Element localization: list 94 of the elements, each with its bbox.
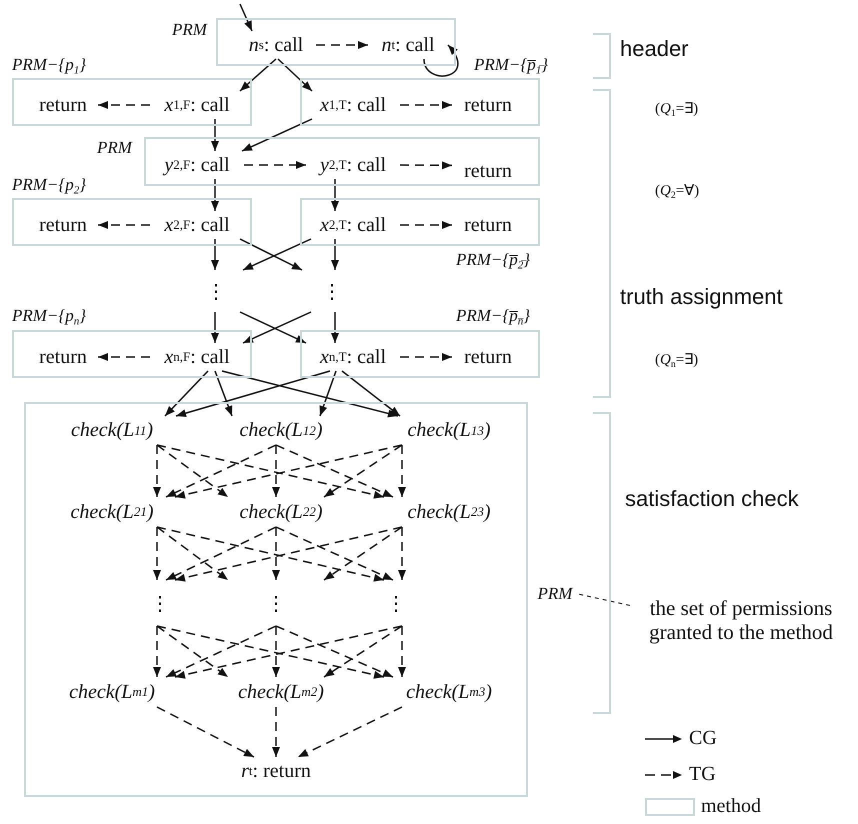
arrow — [331, 239, 339, 270]
dashed-arrow — [400, 101, 452, 109]
quantifier-label: (Q$_{1}$=∃) — [655, 102, 698, 117]
permission-label: PRM−{p$_{2}$} — [12, 175, 86, 195]
dashed-arrow — [244, 161, 306, 169]
permission-label: PRM — [172, 20, 207, 40]
arrow — [211, 239, 219, 270]
statement-text: return — [452, 343, 524, 371]
dashed-arrow — [324, 444, 402, 498]
dashed-arrow — [156, 444, 228, 498]
legend-label: CG — [689, 727, 717, 750]
quantifier-label: (Q$_{n}$=∃) — [655, 353, 698, 368]
permission-label: PRM−{p̅$_{n̅}$} — [456, 306, 530, 326]
section-label: header — [620, 38, 689, 60]
ellipsis-dots: ⋮ — [206, 270, 250, 312]
dashed-arrow — [166, 526, 276, 581]
arrow — [239, 4, 253, 32]
permission-label: PRM — [532, 583, 578, 605]
dashed-arrow — [272, 527, 280, 580]
dashed-arrow — [98, 353, 150, 361]
dashed-arrow — [272, 707, 280, 757]
arrow — [214, 370, 233, 416]
method-box — [300, 330, 540, 378]
statement-text: return — [28, 211, 98, 239]
permission-label: PRM−{p$_{1}$} — [12, 55, 86, 75]
permission-label: PRM — [97, 138, 132, 158]
legend-label: TG — [689, 763, 716, 786]
method-box — [144, 137, 540, 186]
loop-arrow — [423, 44, 458, 77]
statement-text: return — [28, 91, 98, 119]
dashed-arrow — [398, 527, 406, 580]
arrow — [211, 119, 219, 151]
arrow — [164, 370, 209, 417]
statement-text: return — [452, 91, 524, 119]
method-box — [24, 402, 528, 797]
arrow — [222, 370, 398, 418]
ellipsis-dots: ⋮ — [296, 270, 342, 312]
dashed-arrow — [276, 526, 394, 581]
arrow — [176, 370, 330, 418]
dashed-arrow — [156, 526, 228, 581]
dashed-arrow — [316, 41, 368, 49]
dashed-arrow — [98, 101, 150, 109]
dashed-arrow — [298, 706, 402, 758]
dashed-arrow — [166, 625, 276, 678]
dashed-arrow — [276, 444, 394, 498]
dashed-arrow — [276, 625, 394, 678]
dashed-arrow — [156, 706, 254, 758]
arrow — [242, 118, 312, 152]
dashed-arrow — [398, 445, 406, 497]
arrow — [331, 179, 339, 211]
permission-label: PRM−{p̅$_{1̅}$} — [474, 55, 548, 75]
dashed-arrow — [400, 353, 452, 361]
arrow — [211, 179, 219, 211]
dashed-arrow — [153, 527, 161, 580]
statement-text: return — [452, 211, 524, 239]
arrow — [240, 58, 276, 92]
ellipsis-dots: ⋮ — [378, 580, 406, 626]
dashed-arrow — [98, 221, 150, 229]
dashed-arrow — [324, 526, 402, 581]
dashed-arrow — [398, 626, 406, 677]
method-box — [12, 330, 252, 378]
section-label: truth assignment — [620, 286, 783, 308]
dashed-arrow — [400, 161, 452, 170]
arrow — [240, 238, 302, 271]
dashed-arrow — [153, 626, 161, 677]
arrow — [277, 58, 313, 92]
method-box — [12, 198, 252, 246]
method-box — [216, 18, 456, 66]
dashed-arrow — [156, 625, 228, 678]
arrow — [211, 312, 219, 343]
arrow — [342, 370, 400, 417]
arrow — [331, 312, 339, 343]
statement-text: return — [452, 157, 524, 185]
dashed-arrow — [153, 445, 161, 497]
section-label: satisfaction check — [625, 488, 799, 510]
method-box — [300, 78, 540, 126]
dashed-arrow — [324, 625, 402, 678]
dashed-arrow — [272, 626, 280, 677]
dashed-arrow — [166, 444, 276, 498]
permission-label: PRM−{p$_{n}$} — [12, 306, 86, 326]
arrow — [242, 238, 312, 271]
quantifier-label: (Q$_{2}$=∀) — [655, 184, 700, 199]
method-box — [300, 198, 540, 246]
permission-label: PRM−{p̅$_{2̅}$} — [456, 250, 530, 270]
leader-line — [578, 594, 630, 606]
ellipsis-dots: ⋮ — [226, 580, 326, 626]
annotation-text: the set of permissions granted to the method — [630, 594, 852, 646]
legend-label: method — [701, 795, 761, 818]
method-box — [12, 78, 252, 126]
ellipsis-dots: ⋮ — [150, 580, 180, 626]
statement-text: return — [28, 343, 98, 371]
arrow — [319, 370, 337, 416]
dashed-arrow — [400, 221, 452, 229]
dashed-arrow — [272, 445, 280, 497]
